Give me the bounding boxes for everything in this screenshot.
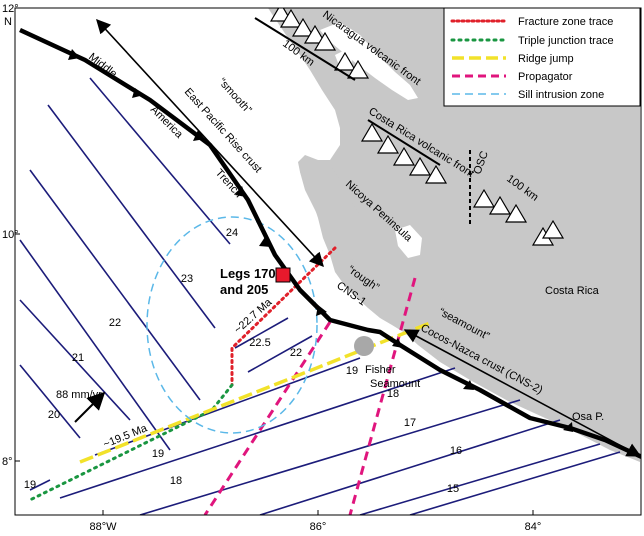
- plate-motion-arrow: [74, 391, 106, 423]
- anomaly-label: 21: [72, 352, 84, 364]
- trench-tooth: [68, 49, 80, 60]
- isochron: [59, 367, 456, 499]
- anomaly-label: 22.5: [249, 337, 270, 349]
- anomaly-label: 22: [290, 347, 302, 359]
- volcano-icon: [504, 203, 528, 223]
- volcano-icon: [376, 134, 400, 154]
- anomaly-label: 20: [48, 409, 60, 421]
- cns2-crust-arrow: [403, 329, 641, 457]
- fisher-seamount-marker: [354, 336, 374, 356]
- lon-tick-86: 86°: [310, 521, 327, 533]
- volcano-icon: [333, 51, 357, 71]
- isochron: [359, 443, 601, 515]
- anomaly-label: 19: [346, 365, 358, 377]
- anomaly-label: 18: [387, 388, 399, 400]
- legend-label: Sill intrusion zone: [518, 89, 604, 101]
- volcano-icon: [346, 59, 370, 79]
- crust-arrows: [74, 18, 641, 457]
- anomaly-label: 19: [152, 448, 164, 460]
- fracture-zone-trace: [230, 246, 337, 387]
- trench-tooth: [316, 305, 327, 316]
- anomaly-label: 23: [181, 273, 193, 285]
- lon-tick-84: 84°: [525, 521, 542, 533]
- fracture-zone-line: [230, 246, 337, 387]
- lat-hemisphere: N: [4, 16, 12, 28]
- legend-item: Ridge jump: [452, 53, 574, 65]
- volcano-icon: [313, 31, 337, 51]
- legend-item: Triple junction trace: [450, 35, 614, 47]
- legend-item: Fracture zone trace: [450, 16, 613, 28]
- label-fisher-line2: Seamount: [370, 378, 420, 390]
- legend-label: Triple junction trace: [518, 35, 614, 47]
- isochron: [234, 317, 289, 349]
- volcanoes: [269, 8, 565, 246]
- label-rate: 88 mm/yr: [56, 389, 102, 401]
- lon-tick-88: 88°W: [89, 521, 117, 533]
- isochron: [409, 451, 621, 515]
- lake-nicaragua: [320, 22, 418, 100]
- label-fisher-line1: Fisher: [365, 364, 396, 376]
- label-legs-line1: Legs 170: [220, 266, 276, 281]
- isochron: [19, 364, 81, 439]
- isochron: [29, 479, 51, 491]
- anomaly-label: 24: [226, 227, 238, 239]
- isochron: [19, 299, 131, 421]
- volcano-icon: [424, 164, 448, 184]
- axis-ticks: [15, 7, 534, 515]
- anomaly-label: 18: [170, 475, 182, 487]
- legend-label: Fracture zone trace: [518, 16, 613, 28]
- anomaly-label: 16: [450, 445, 462, 457]
- map-frame: [14, 7, 642, 516]
- volcanic-front-lines: [254, 17, 471, 225]
- label-osa: Osa P.: [572, 411, 604, 423]
- axis-labels: 12° N 10° 8° 88°W 86° 84°: [2, 3, 541, 533]
- lat-tick-12: 12°: [2, 3, 19, 15]
- legend-label: Ridge jump: [518, 53, 574, 65]
- lat-tick-8: 8°: [2, 456, 13, 468]
- label-smooth: “smooth”: [216, 76, 254, 117]
- anomaly-labels: 24 23 22 21 20 19 22.5 22 19 18 17 16 15…: [24, 227, 462, 495]
- costa-rica-front-line: [367, 119, 441, 166]
- volcano-icon: [541, 219, 565, 239]
- nicaragua-front-line: [254, 17, 356, 81]
- volcano-icon: [303, 24, 327, 44]
- land-nicoya-peninsula: [300, 160, 412, 275]
- trench-tooth: [392, 338, 403, 348]
- isochron: [247, 335, 313, 373]
- volcano-icon: [408, 156, 432, 176]
- propagator-line: [203, 321, 332, 515]
- label-costa-rica: Costa Rica: [545, 285, 600, 297]
- lat-tick-10: 10°: [2, 229, 19, 241]
- isochron: [89, 77, 231, 245]
- propagator-lines: [203, 277, 417, 515]
- legend-label: Propagator: [518, 71, 573, 83]
- volcano-icon: [472, 188, 496, 208]
- isochron: [47, 104, 216, 329]
- anomaly-label: 15: [447, 483, 459, 495]
- isochron: [19, 239, 171, 451]
- volcano-icon: [279, 8, 303, 28]
- epr-crust-arrow: [96, 18, 324, 268]
- anomaly-label: 22: [109, 317, 121, 329]
- anomaly-label: 19: [24, 479, 36, 491]
- isochron: [29, 169, 201, 401]
- label-legs-line2: and 205: [220, 282, 268, 297]
- legend-item: Propagator: [452, 71, 573, 83]
- anomaly-label: 17: [404, 417, 416, 429]
- label-age-227: ~22.7 Ma: [232, 296, 275, 336]
- volcano-icon: [291, 17, 315, 37]
- propagator-line: [348, 277, 417, 515]
- volcano-icon: [488, 195, 512, 215]
- volcano-icon: [392, 146, 416, 166]
- legend-item: Sill intrusion zone: [452, 89, 604, 101]
- legend: Fracture zone trace Triple junction trac…: [443, 7, 641, 107]
- gulf-nicoya: [395, 225, 422, 258]
- triple-junction-line: [28, 383, 234, 502]
- volcano-icon: [360, 122, 384, 142]
- triple-junction-trace: [28, 383, 234, 502]
- drill-site-marker: [275, 267, 291, 283]
